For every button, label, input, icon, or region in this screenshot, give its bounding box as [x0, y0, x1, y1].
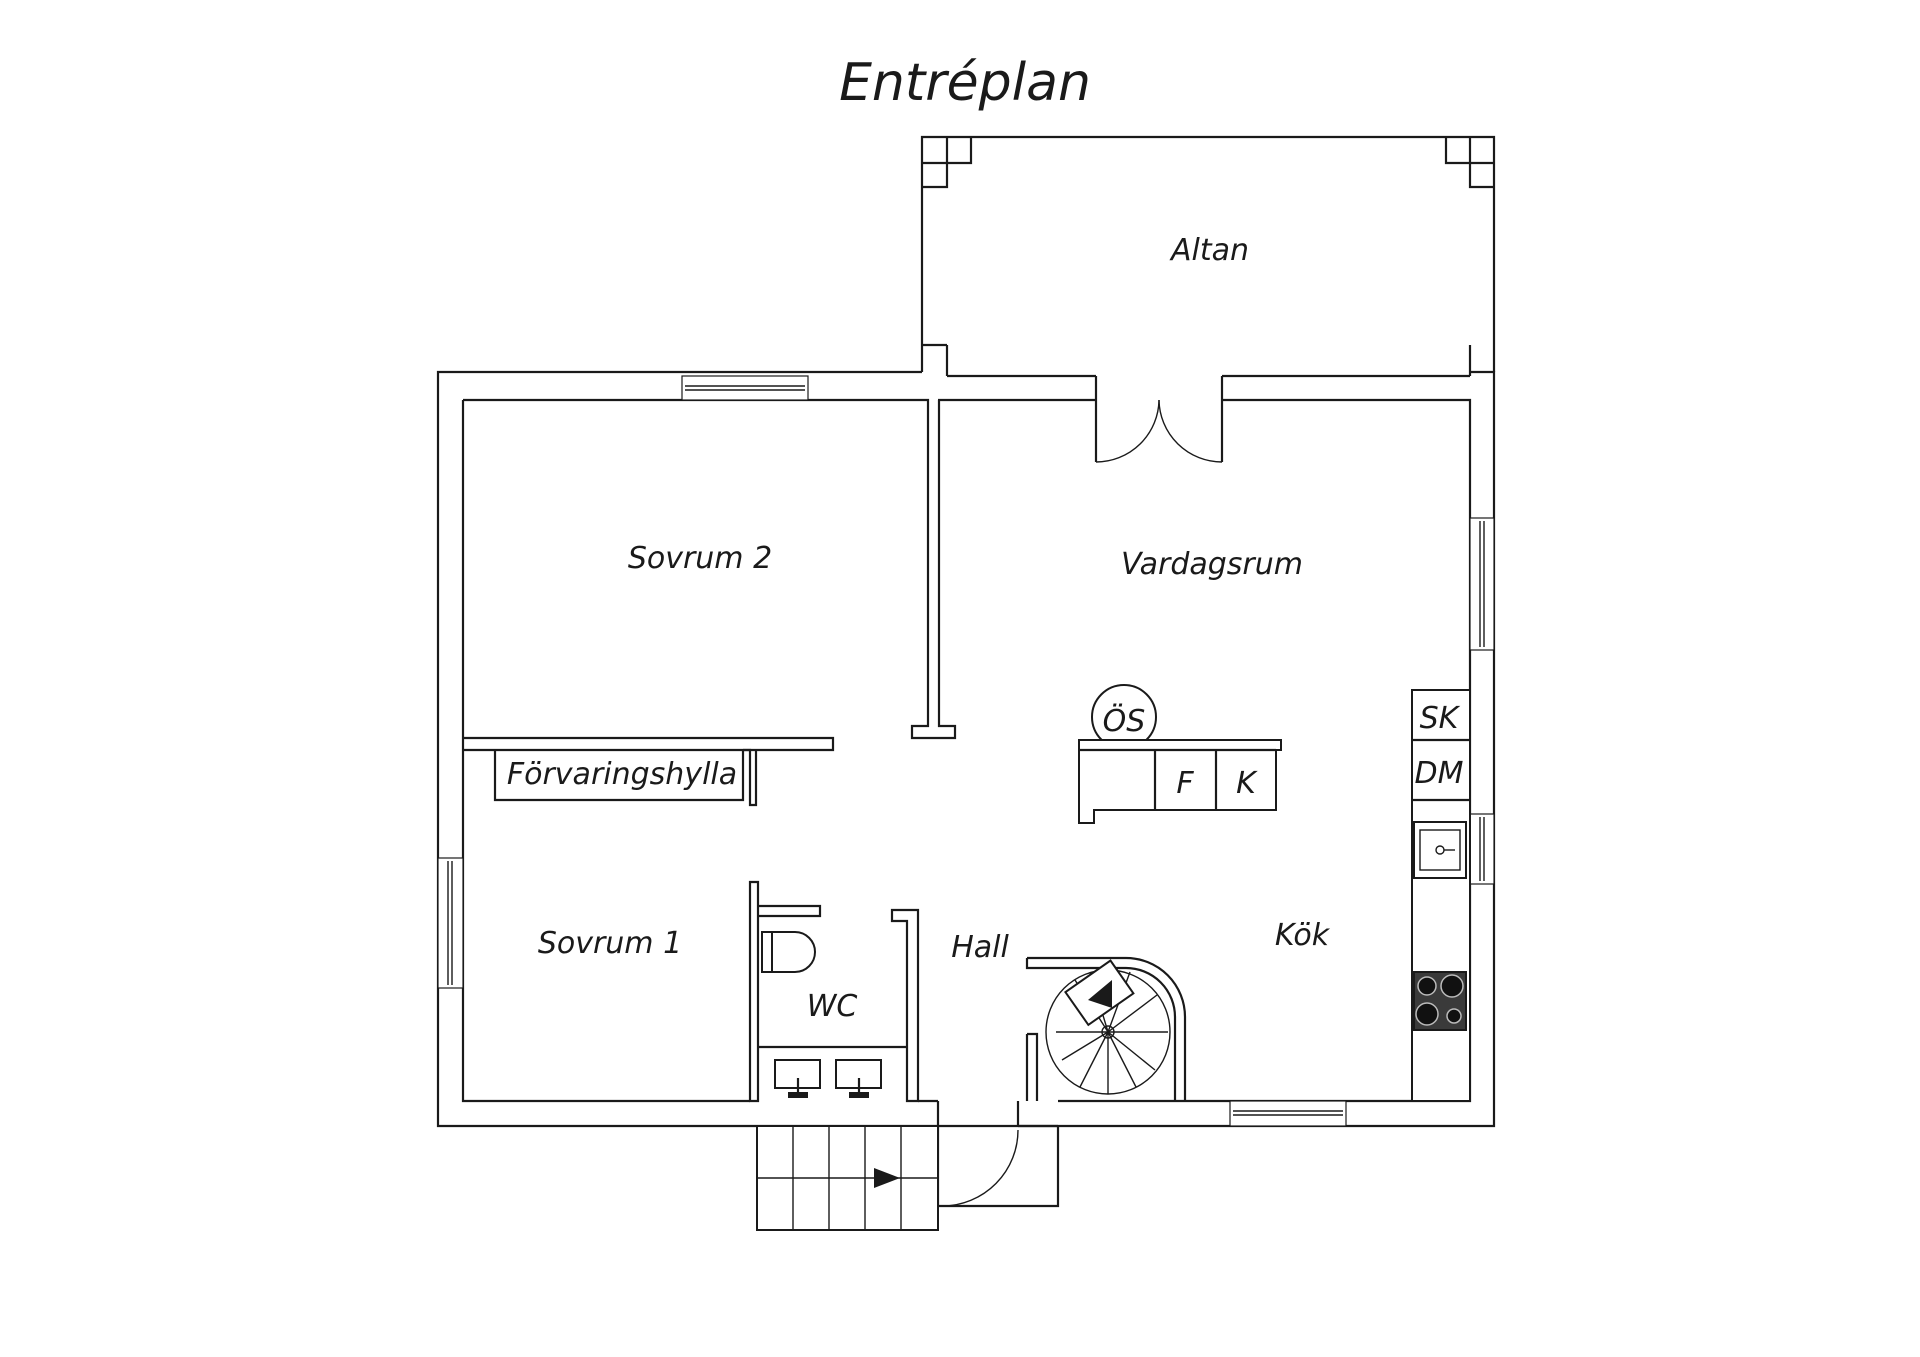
fixture-label-k: K [1236, 766, 1258, 801]
window-right-vardagsrum [1469, 517, 1495, 651]
room-label-sovrum1: Sovrum 1 [538, 926, 682, 961]
shelf-label-forvaringshylla: Förvaringshylla [507, 757, 737, 792]
fixture-label-dm: DM [1415, 756, 1464, 791]
window-top-sovrum2 [681, 375, 809, 401]
entrance-door [936, 1101, 1060, 1208]
door-altan-double [1094, 376, 1224, 463]
kitchen-counter [1411, 689, 1471, 1102]
room-label-hall: Hall [951, 930, 1009, 965]
altan-outline [920, 135, 1496, 376]
interior-walls [463, 398, 957, 1103]
window-right-kok [1469, 813, 1495, 885]
entrance-steps [756, 1125, 939, 1231]
room-label-vardagsrum: Vardagsrum [1121, 547, 1303, 582]
room-label-kok: Kök [1275, 918, 1331, 953]
room-label-altan: Altan [1169, 233, 1249, 268]
fixture-label-os: ÖS [1103, 703, 1146, 739]
room-label-wc: WC [807, 989, 858, 1024]
toilet-icon [761, 931, 817, 973]
room-label-sovrum2: Sovrum 2 [628, 541, 772, 576]
spiral-staircase [1025, 956, 1187, 1101]
wc-vanity [758, 1045, 907, 1098]
fixture-label-f: F [1176, 766, 1194, 801]
kitchen-island [1078, 684, 1282, 824]
window-left-sovrum1 [437, 857, 464, 989]
window-bottom-kok [1229, 1100, 1347, 1127]
plan-title: Entréplan [839, 53, 1091, 113]
fixture-label-sk: SK [1420, 701, 1461, 736]
